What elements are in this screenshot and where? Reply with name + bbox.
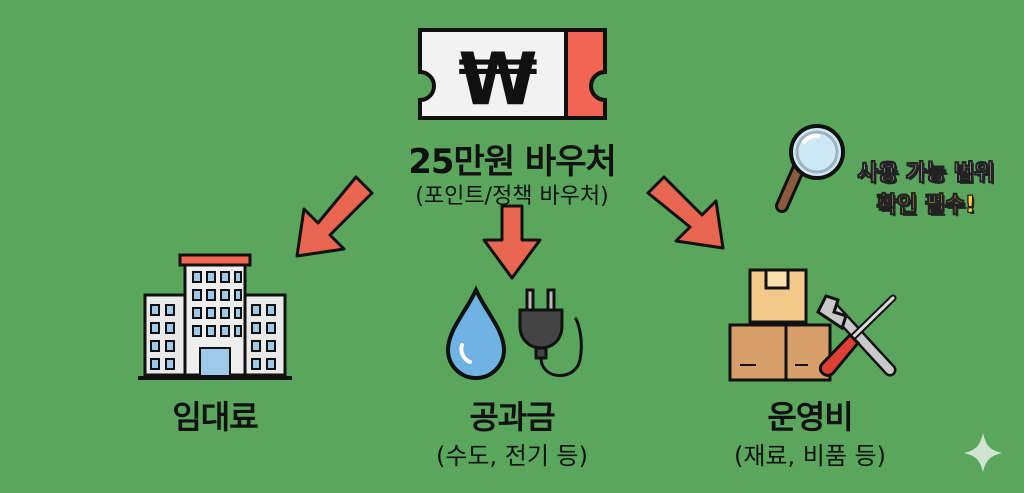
voucher-subtitle: (포인트/정책 바우처) (415, 184, 609, 209)
note-line-2: 확인 필수! (876, 193, 976, 219)
won-symbol: ₩ (458, 37, 537, 121)
voucher-title: 25만원 바우처 (408, 142, 617, 182)
node-utilities-title: 공과금 (469, 398, 555, 436)
arrow-right (646, 175, 725, 250)
building-icon (138, 253, 292, 380)
magnifier-icon (775, 124, 845, 213)
note-line-1: 사용 가능 범위 (857, 161, 995, 187)
node-utilities-subtitle: (수도, 전기 등) (435, 442, 588, 470)
node-operating-subtitle: (재료, 비품 등) (733, 442, 886, 470)
voucher-ticket-icon: ₩ (418, 28, 607, 121)
water-drop-icon (445, 285, 507, 380)
boxes-icon (728, 268, 832, 382)
node-operating-title: 운영비 (767, 398, 853, 436)
sparkle-icon (964, 433, 1002, 472)
arrow-center (482, 204, 542, 280)
node-rent-title: 임대료 (172, 398, 258, 436)
arrow-left (295, 175, 374, 258)
plug-icon (518, 288, 583, 377)
tools-icon (816, 294, 897, 377)
